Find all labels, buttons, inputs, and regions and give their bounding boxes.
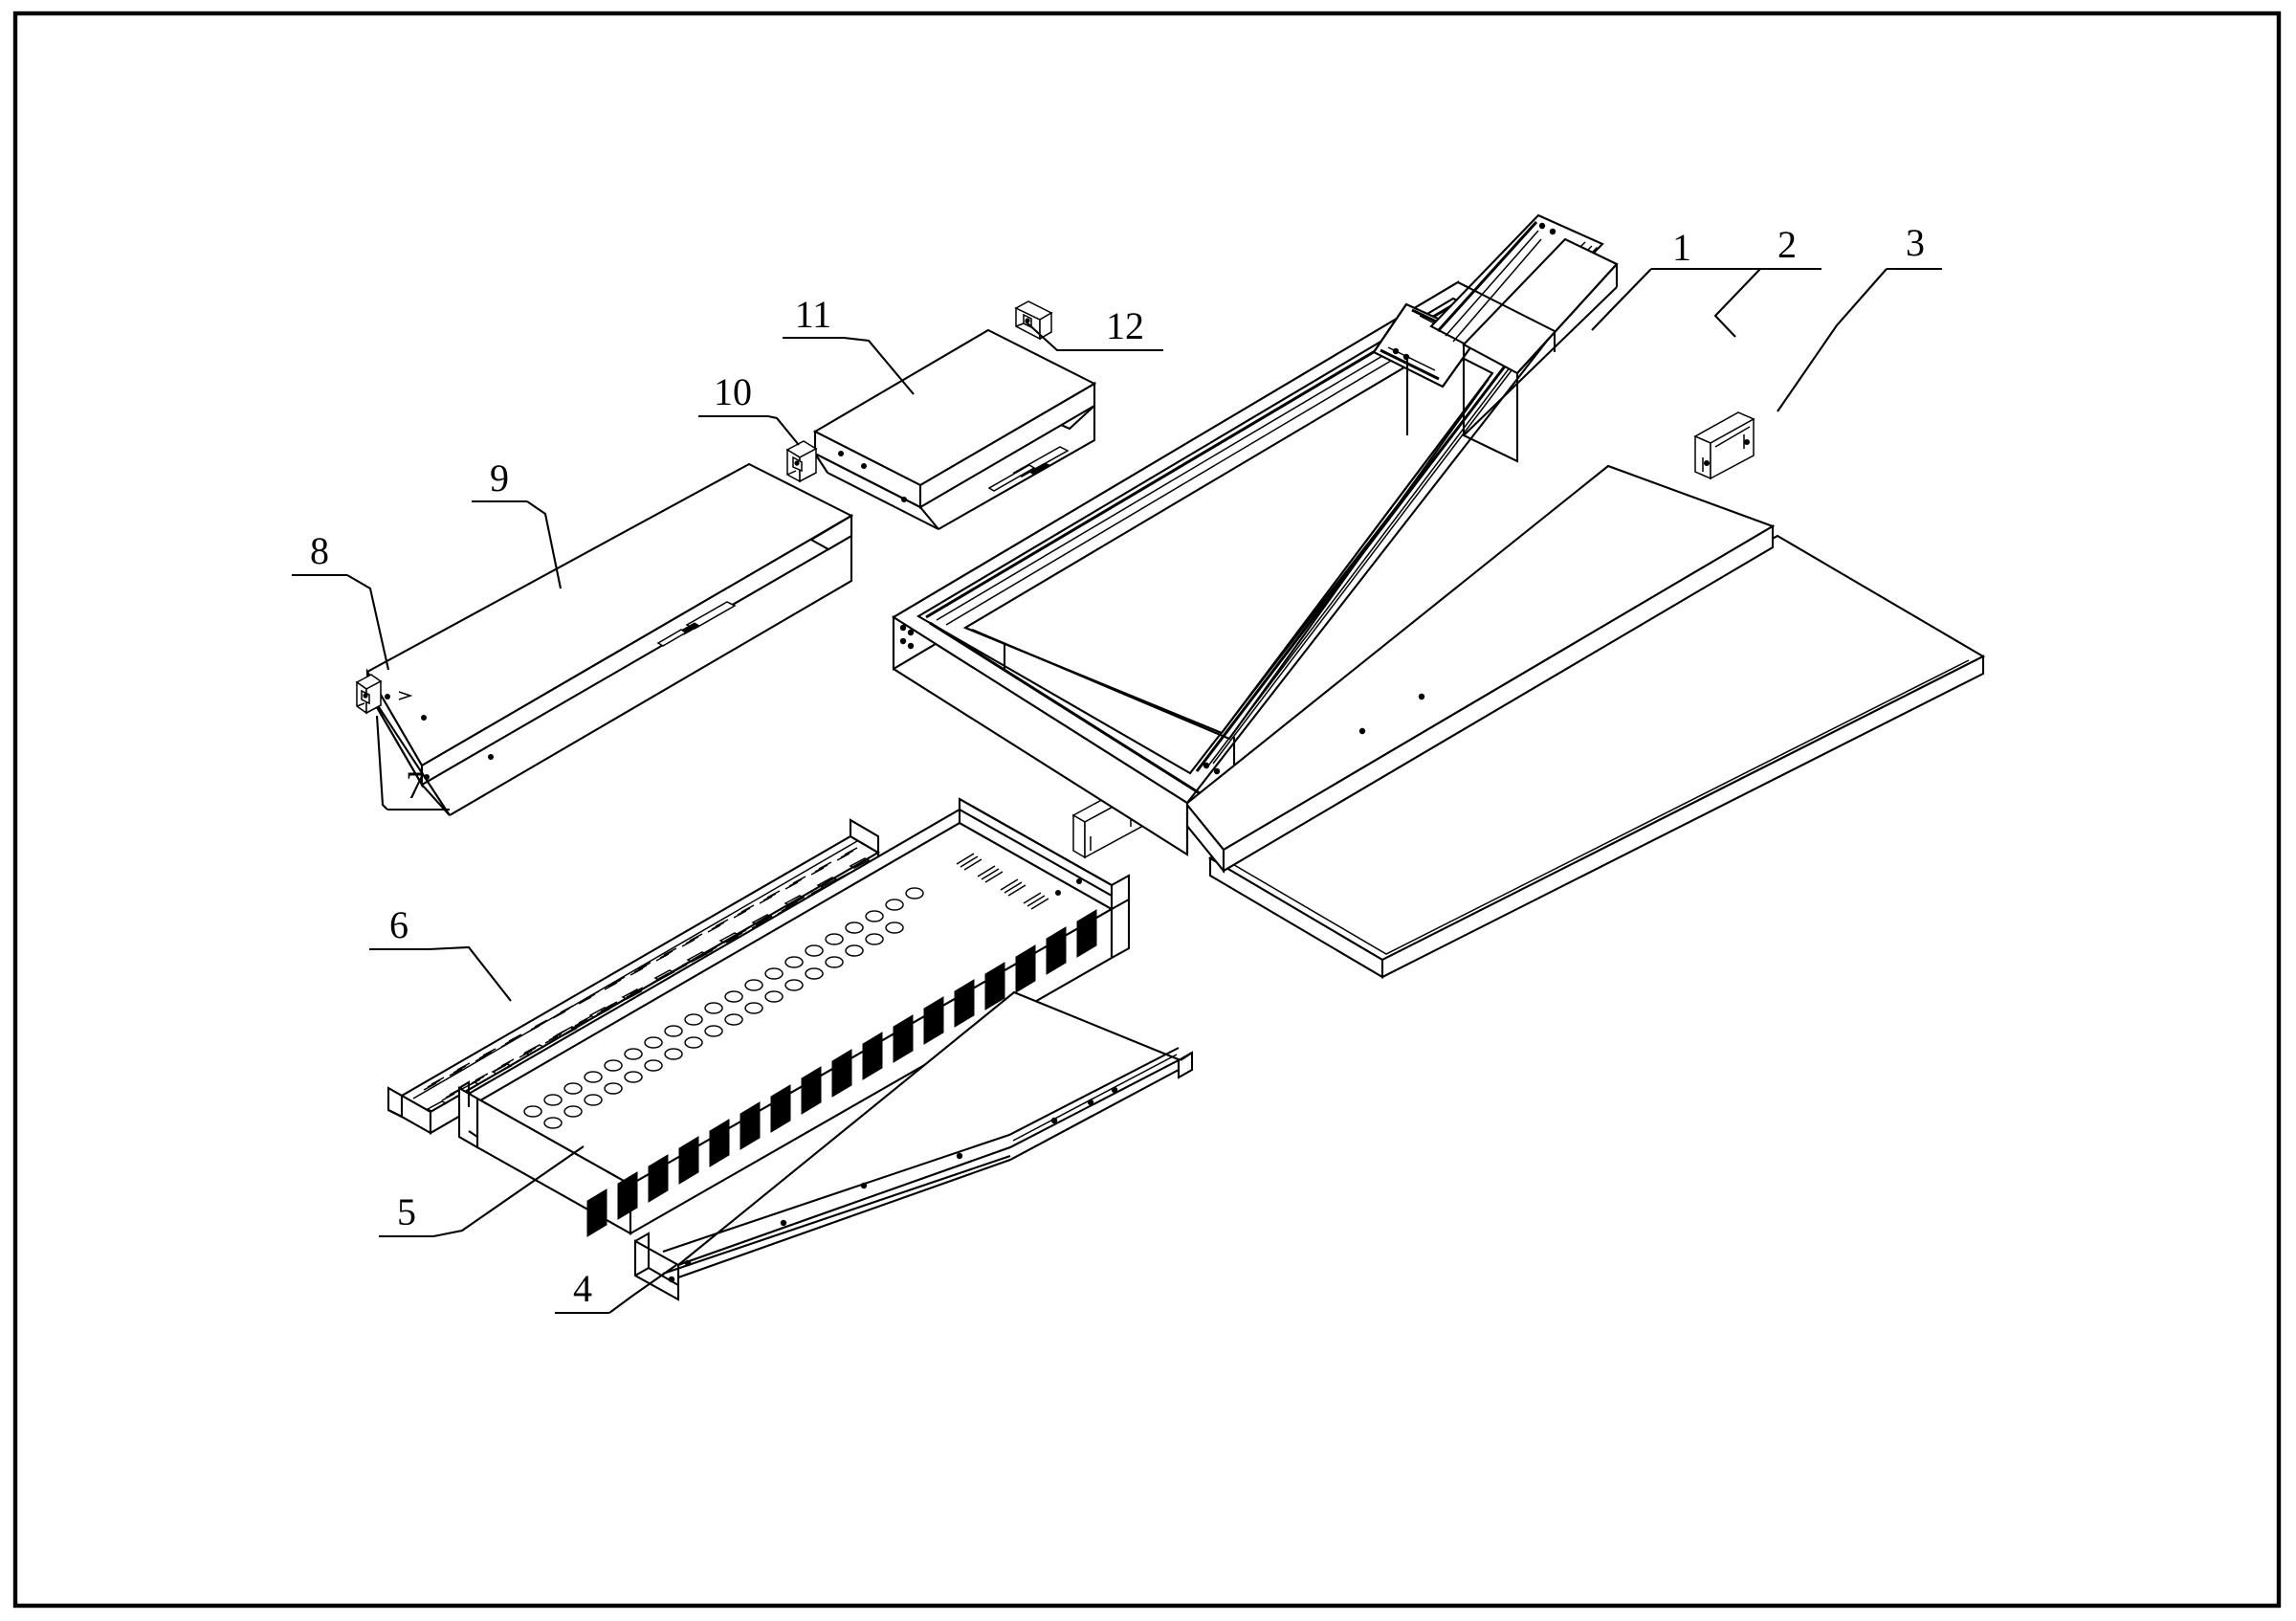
part-4-angled-support-rail — [633, 990, 1194, 1301]
callout-leader-3 — [1777, 268, 1888, 412]
callout-4: 4 — [555, 1264, 677, 1315]
callout-leader-12 — [1025, 321, 1093, 352]
part-1-outer-cabinet-frame — [891, 213, 1776, 874]
callout-number-2: 2 — [1777, 223, 1797, 266]
callout-leader-5 — [432, 1145, 585, 1238]
callout-leader-1 — [1591, 268, 1652, 331]
callout-number-9: 9 — [490, 456, 509, 500]
callout-leader-6 — [428, 945, 512, 1002]
callout-number-1: 1 — [1672, 226, 1691, 269]
part-12-small-latch-clip-top — [1014, 300, 1053, 341]
callout-1: 1 — [1591, 226, 1763, 331]
callout-10: 10 — [698, 370, 800, 446]
callout-5: 5 — [379, 1145, 585, 1238]
part-3-flat-cover-sheet — [1207, 534, 1986, 979]
callout-number-5: 5 — [397, 1190, 416, 1233]
callout-leader-4 — [608, 1264, 677, 1314]
tray-floor-perforations — [523, 887, 924, 1129]
callout-6: 6 — [369, 903, 512, 1002]
callout-leader-11 — [843, 336, 915, 395]
latch-slot-9 — [656, 601, 737, 647]
tray-floor-louvers — [956, 853, 1049, 910]
part-2-small-mounting-bracket — [1693, 411, 1755, 480]
part-9-large-top-panel — [365, 462, 854, 816]
callout-number-11: 11 — [795, 293, 832, 336]
tray-front-vents — [586, 909, 1097, 1237]
callout-number-6: 6 — [389, 903, 408, 946]
callout-8: 8 — [292, 529, 390, 671]
callout-number-10: 10 — [714, 370, 752, 413]
callout-7: 7 — [375, 715, 450, 811]
callout-leader-10 — [767, 414, 800, 446]
callout-leader-8 — [346, 574, 390, 671]
callout-3: 3 — [1777, 221, 1942, 412]
part-5-perforated-base-tray — [457, 797, 1131, 1237]
callout-number-3: 3 — [1906, 221, 1925, 264]
callout-number-12: 12 — [1106, 304, 1144, 347]
callout-leader-7 — [375, 715, 388, 810]
part-10-panel-latch-clip-right — [785, 440, 818, 483]
callout-number-8: 8 — [310, 529, 329, 572]
callout-2: 2 — [1713, 223, 1821, 338]
callout-11: 11 — [783, 293, 915, 395]
callout-9: 9 — [472, 456, 563, 589]
callout-12: 12 — [1025, 304, 1163, 352]
callout-number-7: 7 — [406, 764, 425, 807]
drawing-sheet-border — [12, 11, 2282, 1609]
part-11-small-top-panel — [812, 328, 1097, 530]
louver-slots — [423, 847, 871, 1112]
callout-leader-2 — [1713, 268, 1761, 338]
part-7-panel-latch-clip-left — [355, 674, 383, 715]
callout-leader-9 — [526, 500, 563, 589]
callout-number-4: 4 — [573, 1267, 592, 1310]
latch-slot-11 — [987, 446, 1070, 492]
